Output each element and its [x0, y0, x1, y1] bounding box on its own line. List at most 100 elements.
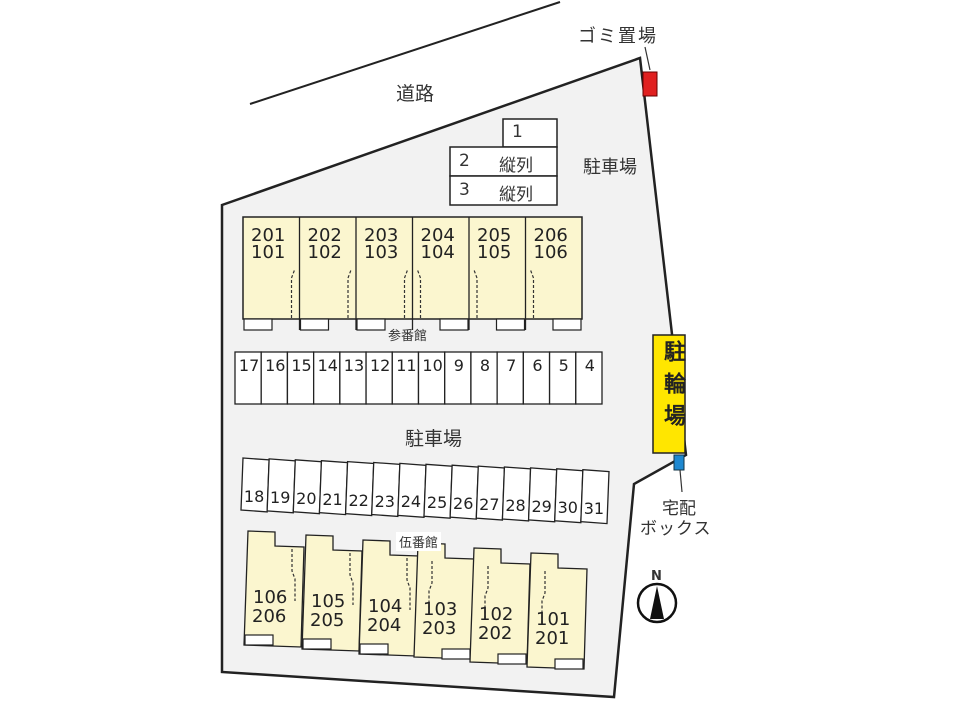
unit-label-lower: 201	[535, 628, 570, 649]
entrance-marker	[302, 638, 332, 650]
entrance-marker	[243, 318, 273, 331]
parking-space-number: 21	[322, 489, 343, 509]
entrance-marker	[441, 648, 471, 660]
parking-space-number: 20	[296, 488, 317, 508]
unit-outline	[526, 552, 588, 670]
parking-space	[470, 351, 498, 405]
delivery-box-marker	[673, 454, 685, 471]
unit-label-upper: 101	[536, 609, 571, 630]
parking-space-number: 4	[584, 356, 595, 375]
parking-space-number: 27	[479, 495, 500, 515]
entrance-marker	[495, 318, 526, 331]
parking-space	[292, 459, 323, 515]
parking-space-number: 16	[265, 356, 286, 375]
parking-space	[240, 457, 270, 513]
parking-space-number: 15	[291, 356, 312, 375]
top-parking-1: 1	[512, 122, 523, 142]
top-parking-2-note: 縦列	[499, 156, 533, 176]
unit-label-lower: 101	[251, 242, 286, 263]
entrance-marker	[554, 658, 584, 670]
parking-space	[260, 351, 289, 405]
parking-space	[397, 462, 427, 518]
parking-middle-label: 駐車場	[405, 428, 463, 450]
parking-space	[527, 467, 558, 523]
top-parking-2: 2	[459, 151, 470, 171]
unit-label-lower: 102	[307, 242, 342, 263]
unit-label-lower: 202	[478, 623, 513, 644]
building-3-label: 参番館	[388, 329, 428, 344]
parking-space	[312, 351, 341, 405]
parking-space	[501, 466, 532, 522]
parking-space	[496, 351, 525, 405]
entrance-marker	[299, 318, 330, 331]
parking-top-label: 駐車場	[583, 157, 637, 178]
parking-space-number: 10	[422, 356, 443, 375]
entrance-marker	[244, 634, 274, 646]
parking-space	[554, 468, 584, 524]
garbage-area-marker	[642, 71, 658, 97]
parking-space-number: 8	[479, 356, 491, 375]
parking-space	[318, 460, 349, 516]
bicycle-parking-marker	[652, 334, 686, 454]
unit-label-upper: 103	[423, 599, 458, 620]
parking-space	[580, 469, 610, 525]
parking-space-number: 31	[583, 498, 605, 518]
parking-space-number: 30	[557, 497, 578, 517]
unit-label-upper: 102	[479, 604, 514, 625]
parking-space	[371, 461, 401, 518]
north-label: N	[651, 569, 662, 584]
parking-space	[449, 464, 479, 520]
unit-label-upper: 206	[533, 225, 568, 246]
unit-label-upper: 104	[368, 596, 403, 617]
parking-space	[548, 351, 577, 405]
unit-label-upper: 202	[307, 225, 342, 246]
parking-space	[444, 351, 472, 405]
parking-space-number: 26	[453, 494, 474, 514]
parking-row-b	[240, 457, 610, 525]
parking-space-number: 5	[558, 356, 569, 375]
building-3	[242, 216, 583, 331]
top-parking-3: 3	[459, 180, 470, 200]
parking-space-number: 12	[369, 356, 391, 375]
parking-space-number: 6	[532, 356, 543, 375]
unit-label-lower: 103	[364, 242, 399, 263]
entrance-marker	[356, 318, 386, 331]
unit-label-upper: 106	[253, 587, 288, 608]
parking-space	[344, 460, 375, 517]
road-edge-line	[249, 1, 561, 105]
parking-space	[522, 351, 551, 405]
parking-space-number: 25	[426, 493, 448, 513]
unit-label-upper: 105	[311, 591, 346, 612]
building-5-label: 伍番館	[396, 532, 442, 551]
parking-space	[475, 465, 506, 521]
unit-label-lower: 203	[422, 618, 457, 639]
parking-space-number: 22	[348, 490, 369, 510]
building-5	[243, 530, 588, 670]
unit-outline	[243, 530, 305, 648]
parking-space	[266, 458, 296, 514]
unit-label-upper: 205	[477, 225, 512, 246]
parking-space-number: 23	[374, 491, 395, 511]
parking-space-number: 18	[243, 487, 265, 506]
unit-label-upper: 204	[420, 225, 455, 246]
parking-space-number: 17	[238, 356, 260, 375]
north-arrow-icon	[636, 582, 678, 624]
parking-space-number: 14	[317, 356, 338, 375]
parking-space-number: 24	[400, 492, 422, 512]
parking-space-number: 7	[506, 356, 517, 375]
parking-space-number: 13	[343, 356, 365, 375]
entrance-marker	[497, 653, 527, 665]
delivery-box-label-1: 宅配	[662, 499, 696, 519]
parking-space-number: 9	[453, 356, 464, 375]
unit-label-lower: 105	[477, 242, 512, 263]
parking-space-number: 29	[531, 496, 552, 516]
parking-space	[575, 351, 603, 405]
unit-label-lower: 106	[533, 242, 568, 263]
delivery-box-label-2: ボックス	[640, 519, 712, 539]
garbage-label: ゴミ置場	[578, 26, 658, 47]
parking-space-number: 19	[270, 487, 291, 507]
entrance-marker	[439, 318, 469, 331]
top-parking-block	[449, 118, 558, 206]
parking-space-number: 11	[396, 356, 417, 375]
unit-label-lower: 206	[252, 606, 287, 627]
